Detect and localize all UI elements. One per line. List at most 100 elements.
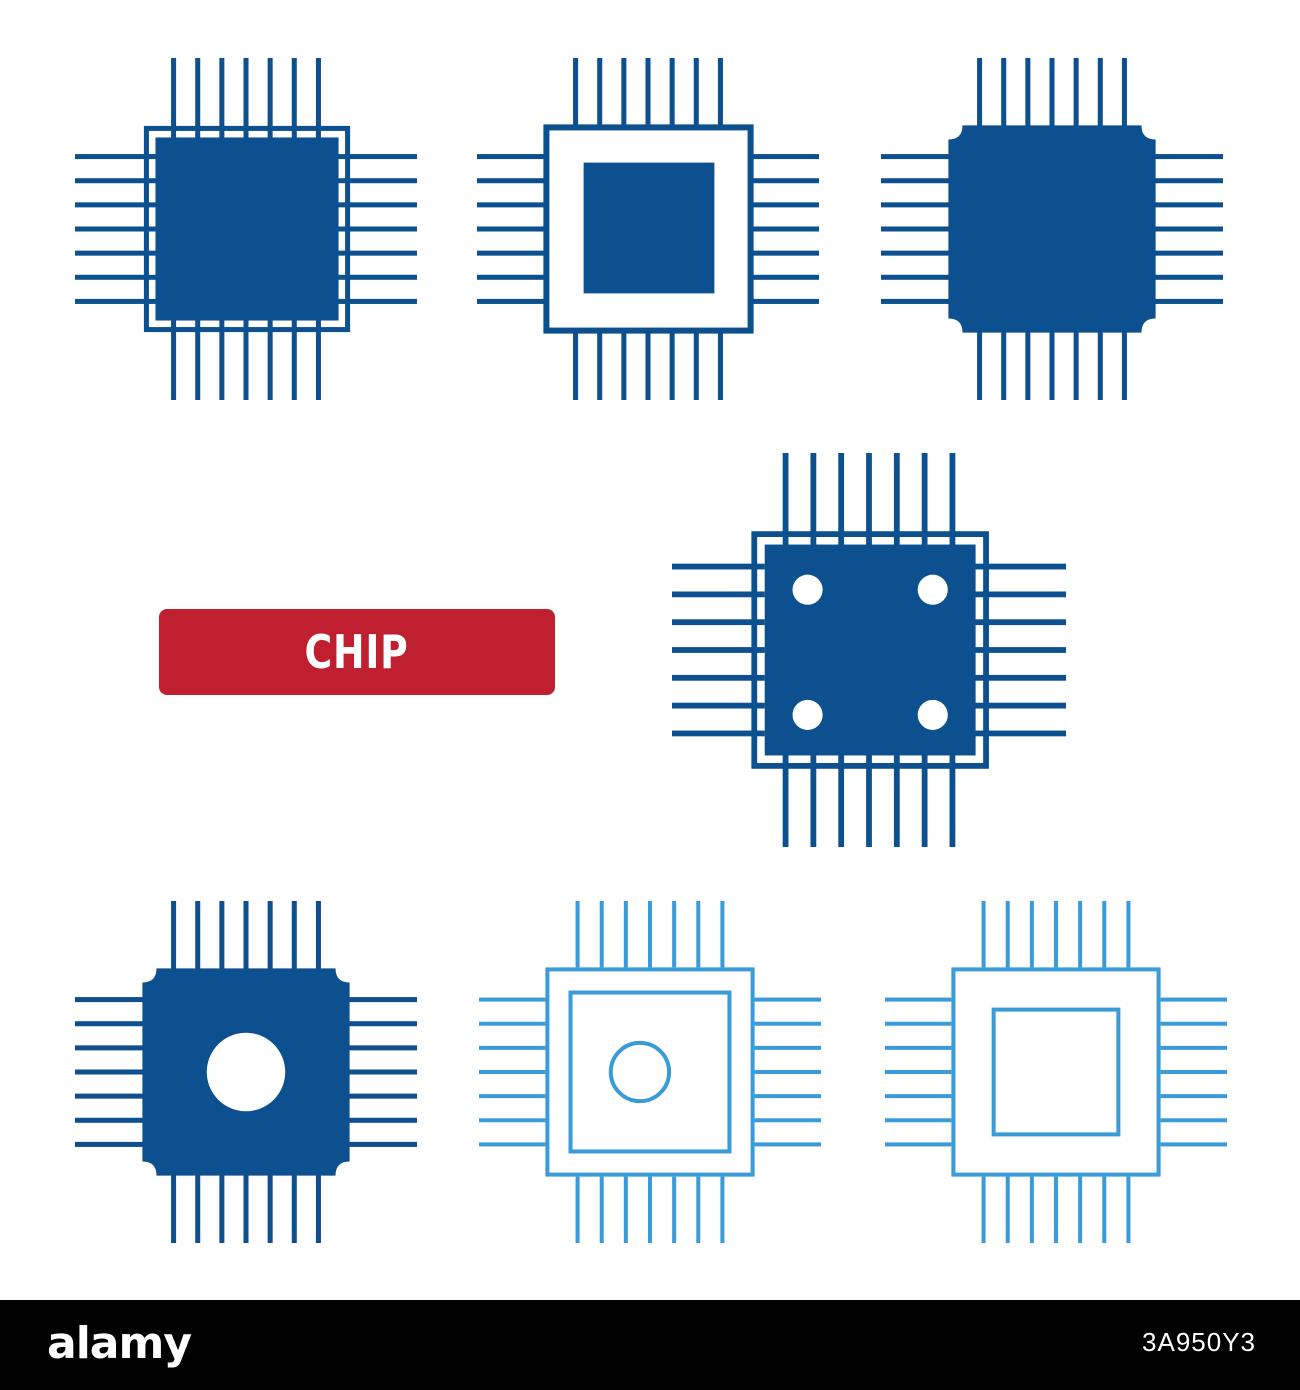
chip-pin	[75, 1141, 156, 1147]
chip-pin	[479, 1118, 546, 1123]
chip-pin	[75, 226, 156, 232]
chip-pin	[1097, 319, 1103, 400]
chip-pin	[885, 997, 952, 1002]
chip-pin	[973, 619, 1066, 626]
chip-ring	[608, 1040, 672, 1104]
chip-pin	[75, 202, 156, 208]
chip-pin	[838, 453, 845, 546]
chip-pin	[1073, 319, 1079, 400]
chip-pin	[1160, 1094, 1227, 1099]
chip-pins	[75, 901, 417, 1243]
chip-pin	[1142, 154, 1223, 160]
chip-pin	[623, 901, 628, 968]
chip-pin	[75, 274, 156, 280]
chip-pin	[881, 226, 962, 232]
chip-pin	[981, 1176, 986, 1243]
chip-pin	[336, 1069, 417, 1075]
chip-pin	[973, 591, 1066, 598]
chip-pin	[1121, 319, 1127, 400]
chip-pin	[75, 250, 156, 256]
chip-pin	[267, 901, 273, 982]
chip-pin	[672, 591, 765, 598]
chip-label-text: CHIP	[304, 625, 410, 679]
chip-pin	[336, 298, 417, 304]
chip-pin	[973, 730, 1066, 737]
chip-pin	[171, 901, 177, 982]
chip-pin	[315, 58, 321, 139]
chip-pin	[921, 754, 928, 847]
chip-pin	[973, 702, 1066, 709]
chip-dot	[792, 699, 823, 730]
chip-pin	[866, 754, 872, 847]
chip-pin	[754, 1094, 821, 1099]
chip-pin	[1160, 1118, 1227, 1123]
chip-pin	[267, 1162, 273, 1243]
chip-pin	[866, 453, 872, 546]
chip-pin	[75, 298, 156, 304]
chip-pin	[748, 226, 819, 232]
chip-pin	[973, 563, 1066, 570]
chip-pins	[881, 58, 1223, 400]
chip-pin	[1121, 58, 1127, 139]
chip-pin	[195, 901, 201, 982]
chip-pin	[981, 901, 986, 968]
chip-pin	[717, 329, 723, 400]
chip-pin	[243, 901, 249, 982]
chip-pin	[748, 202, 819, 208]
chip-pin	[754, 1069, 821, 1075]
chip-pin	[1078, 1176, 1083, 1243]
chip-pin	[748, 178, 819, 184]
chip-pin	[75, 178, 156, 184]
chip-pin	[75, 1093, 156, 1099]
chip-pins	[75, 58, 417, 400]
chip-pin	[477, 178, 548, 184]
chip-pin	[1160, 1021, 1227, 1026]
chip-pin	[885, 1142, 952, 1147]
chip-pin	[477, 226, 548, 232]
chip-pin	[885, 1045, 952, 1050]
chip-pin	[243, 1162, 249, 1243]
chip-pin	[810, 453, 817, 546]
chip-square-outline-icon	[885, 901, 1227, 1243]
chip-pin	[672, 702, 765, 709]
chip-pin	[782, 453, 789, 546]
chip-pin	[973, 674, 1066, 681]
chip-pin	[336, 1021, 417, 1027]
chip-pin	[720, 1176, 725, 1243]
chip-pin	[1102, 901, 1107, 968]
chip-pin	[949, 453, 956, 546]
chip-pins	[885, 901, 1227, 1243]
chip-pin	[336, 154, 417, 160]
chip-pin	[75, 154, 156, 160]
chip-pin	[291, 1162, 297, 1243]
chip-pin	[195, 1162, 201, 1243]
chip-pin	[748, 298, 819, 304]
footer-logo: alamy	[47, 1318, 192, 1369]
chip-pin	[575, 901, 580, 968]
chip-label-banner: CHIP	[159, 609, 555, 695]
chip-pin	[336, 250, 417, 256]
chip-notched-dot-icon	[75, 901, 417, 1243]
chip-core	[583, 162, 715, 294]
chip-pin	[1160, 1045, 1227, 1050]
chip-pin	[672, 619, 765, 626]
chip-pin	[669, 58, 675, 129]
chip-pin	[336, 1141, 417, 1147]
chip-pin	[621, 58, 627, 129]
chip-pin	[810, 754, 817, 847]
chip-pin	[1142, 178, 1223, 184]
chip-pin	[1126, 901, 1131, 968]
illustration-canvas: CHIP	[75, 58, 1227, 1243]
chip-pin	[696, 901, 701, 968]
chip-pin	[1142, 226, 1223, 232]
chip-pin	[693, 58, 699, 129]
chip-pin	[195, 58, 201, 139]
chip-pin	[754, 1045, 821, 1050]
chip-pin	[1126, 1176, 1131, 1243]
chip-pin	[573, 329, 579, 400]
chip-pin	[336, 997, 417, 1003]
chip-pin	[315, 901, 321, 982]
footer-bar: alamy 3A950Y3	[0, 1300, 1300, 1390]
chip-inner-frame	[568, 990, 732, 1154]
chip-pin	[291, 58, 297, 139]
